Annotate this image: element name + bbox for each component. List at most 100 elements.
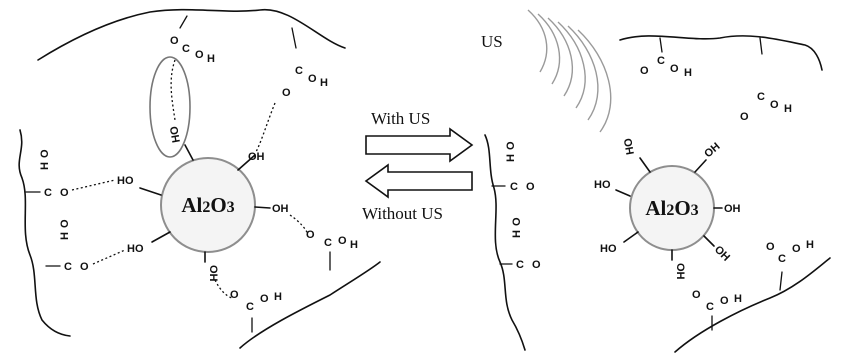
svg-text:H: H bbox=[505, 154, 517, 162]
svg-text:C: C bbox=[778, 253, 786, 265]
left-hbond-bottom bbox=[214, 279, 233, 299]
svg-text:O: O bbox=[766, 241, 775, 253]
left-highlight-ellipse bbox=[149, 56, 191, 158]
svg-text:O: O bbox=[306, 229, 315, 241]
left-bond-left bbox=[139, 187, 162, 196]
svg-text:H: H bbox=[734, 293, 742, 305]
svg-text:O: O bbox=[260, 293, 269, 305]
left-oh-up: HO bbox=[168, 125, 183, 144]
right-polymer-top bbox=[619, 35, 823, 71]
right-cooh-left1: H O C O bbox=[491, 141, 535, 193]
svg-text:C: C bbox=[246, 301, 254, 313]
svg-text:O: O bbox=[740, 111, 749, 123]
without-us-label: Without US bbox=[362, 204, 443, 223]
left-oh-down: OH bbox=[207, 265, 219, 282]
left-hbond-top bbox=[170, 59, 176, 121]
left-polymer-right bbox=[239, 261, 381, 349]
left-cooh-upright: O C O H bbox=[282, 27, 328, 99]
left-ho-downleft: HO bbox=[127, 243, 144, 255]
right-polymer-right bbox=[674, 257, 831, 353]
right-polymer-left bbox=[484, 134, 526, 351]
left-al2o3-particle bbox=[160, 157, 256, 253]
svg-text:H: H bbox=[39, 162, 51, 170]
us-label: US bbox=[481, 32, 503, 51]
svg-text:H: H bbox=[274, 291, 282, 303]
left-panel: Al2O3 HO OH HO OH HO OH O C O H O C O bbox=[18, 8, 381, 349]
svg-text:O: O bbox=[282, 87, 291, 99]
svg-text:C: C bbox=[510, 181, 518, 193]
left-bond-up bbox=[184, 144, 194, 161]
svg-text:O: O bbox=[195, 49, 204, 61]
svg-text:C: C bbox=[657, 55, 665, 67]
svg-text:C: C bbox=[324, 237, 332, 249]
left-cooh-right: O C O H bbox=[306, 229, 358, 271]
svg-text:H: H bbox=[207, 53, 215, 65]
with-us-label: With US bbox=[371, 109, 430, 128]
right-oh-3: HO bbox=[594, 179, 611, 191]
svg-text:O: O bbox=[640, 65, 649, 77]
svg-text:O: O bbox=[39, 149, 51, 158]
right-oh-5: HO bbox=[600, 243, 617, 255]
svg-text:H: H bbox=[684, 67, 692, 79]
left-polymer-left bbox=[18, 129, 71, 337]
right-cooh-bottom: O C O H bbox=[692, 289, 742, 331]
left-ho-left: HO bbox=[117, 175, 134, 187]
left-cooh-top: O C O H bbox=[170, 15, 215, 65]
right-cooh-top1: O C O H bbox=[640, 37, 692, 79]
svg-text:O: O bbox=[670, 63, 679, 75]
left-cooh-bottom: O C O H bbox=[230, 289, 282, 333]
right-panel: Al2O3 HO OH HO OH HO OH OH O C O H O C O… bbox=[484, 35, 831, 353]
left-hbond-lowerleft bbox=[92, 249, 126, 265]
svg-text:H: H bbox=[784, 103, 792, 115]
svg-text:O: O bbox=[792, 243, 801, 255]
left-bond-upright bbox=[237, 154, 256, 171]
svg-text:O: O bbox=[230, 289, 239, 301]
left-cooh-lowerleft: H O C O bbox=[45, 219, 89, 273]
svg-text:O: O bbox=[59, 219, 71, 228]
arrow-forward bbox=[365, 127, 474, 163]
right-cooh-left2: H O C O bbox=[499, 217, 541, 271]
svg-text:H: H bbox=[320, 77, 328, 89]
svg-text:O: O bbox=[511, 217, 523, 226]
svg-text:C: C bbox=[516, 259, 524, 271]
left-oh-right: OH bbox=[272, 203, 289, 215]
left-bond-right bbox=[254, 206, 271, 209]
right-oh-7: OH bbox=[712, 244, 732, 264]
ultrasound-indicator: US bbox=[481, 9, 612, 133]
svg-text:C: C bbox=[64, 261, 72, 273]
svg-text:C: C bbox=[44, 187, 52, 199]
svg-text:O: O bbox=[532, 259, 541, 271]
left-hbond-upright bbox=[255, 102, 276, 153]
equilibrium-arrows: With US Without US bbox=[362, 109, 474, 223]
svg-text:O: O bbox=[80, 261, 89, 273]
left-polymer-top bbox=[37, 8, 346, 61]
right-al2o3-label: Al2O3 bbox=[645, 196, 698, 220]
svg-text:C: C bbox=[295, 65, 303, 77]
right-oh-4: OH bbox=[724, 203, 741, 215]
svg-text:C: C bbox=[757, 91, 765, 103]
svg-text:H: H bbox=[350, 239, 358, 251]
left-hbond-right bbox=[289, 214, 309, 235]
svg-text:H: H bbox=[511, 230, 523, 238]
svg-text:O: O bbox=[720, 295, 729, 307]
svg-text:O: O bbox=[770, 99, 779, 111]
right-oh-6: OH bbox=[674, 263, 686, 280]
svg-text:H: H bbox=[806, 239, 814, 251]
svg-text:O: O bbox=[308, 73, 317, 85]
svg-text:O: O bbox=[526, 181, 535, 193]
left-bond-downleft bbox=[151, 231, 171, 243]
right-cooh-right: O C O H bbox=[766, 239, 814, 291]
svg-text:O: O bbox=[338, 235, 347, 247]
svg-text:H: H bbox=[59, 232, 71, 240]
left-hbond-left bbox=[71, 179, 116, 191]
svg-text:C: C bbox=[706, 301, 714, 313]
svg-text:C: C bbox=[182, 43, 190, 55]
svg-text:O: O bbox=[692, 289, 701, 301]
left-al2o3-label: Al2O3 bbox=[181, 193, 234, 217]
right-oh-2: OH bbox=[702, 140, 722, 160]
right-oh-1: HO bbox=[622, 137, 637, 156]
svg-text:O: O bbox=[60, 187, 69, 199]
left-oh-upright: OH bbox=[248, 151, 265, 163]
left-cooh-left: H O C O bbox=[25, 149, 69, 199]
